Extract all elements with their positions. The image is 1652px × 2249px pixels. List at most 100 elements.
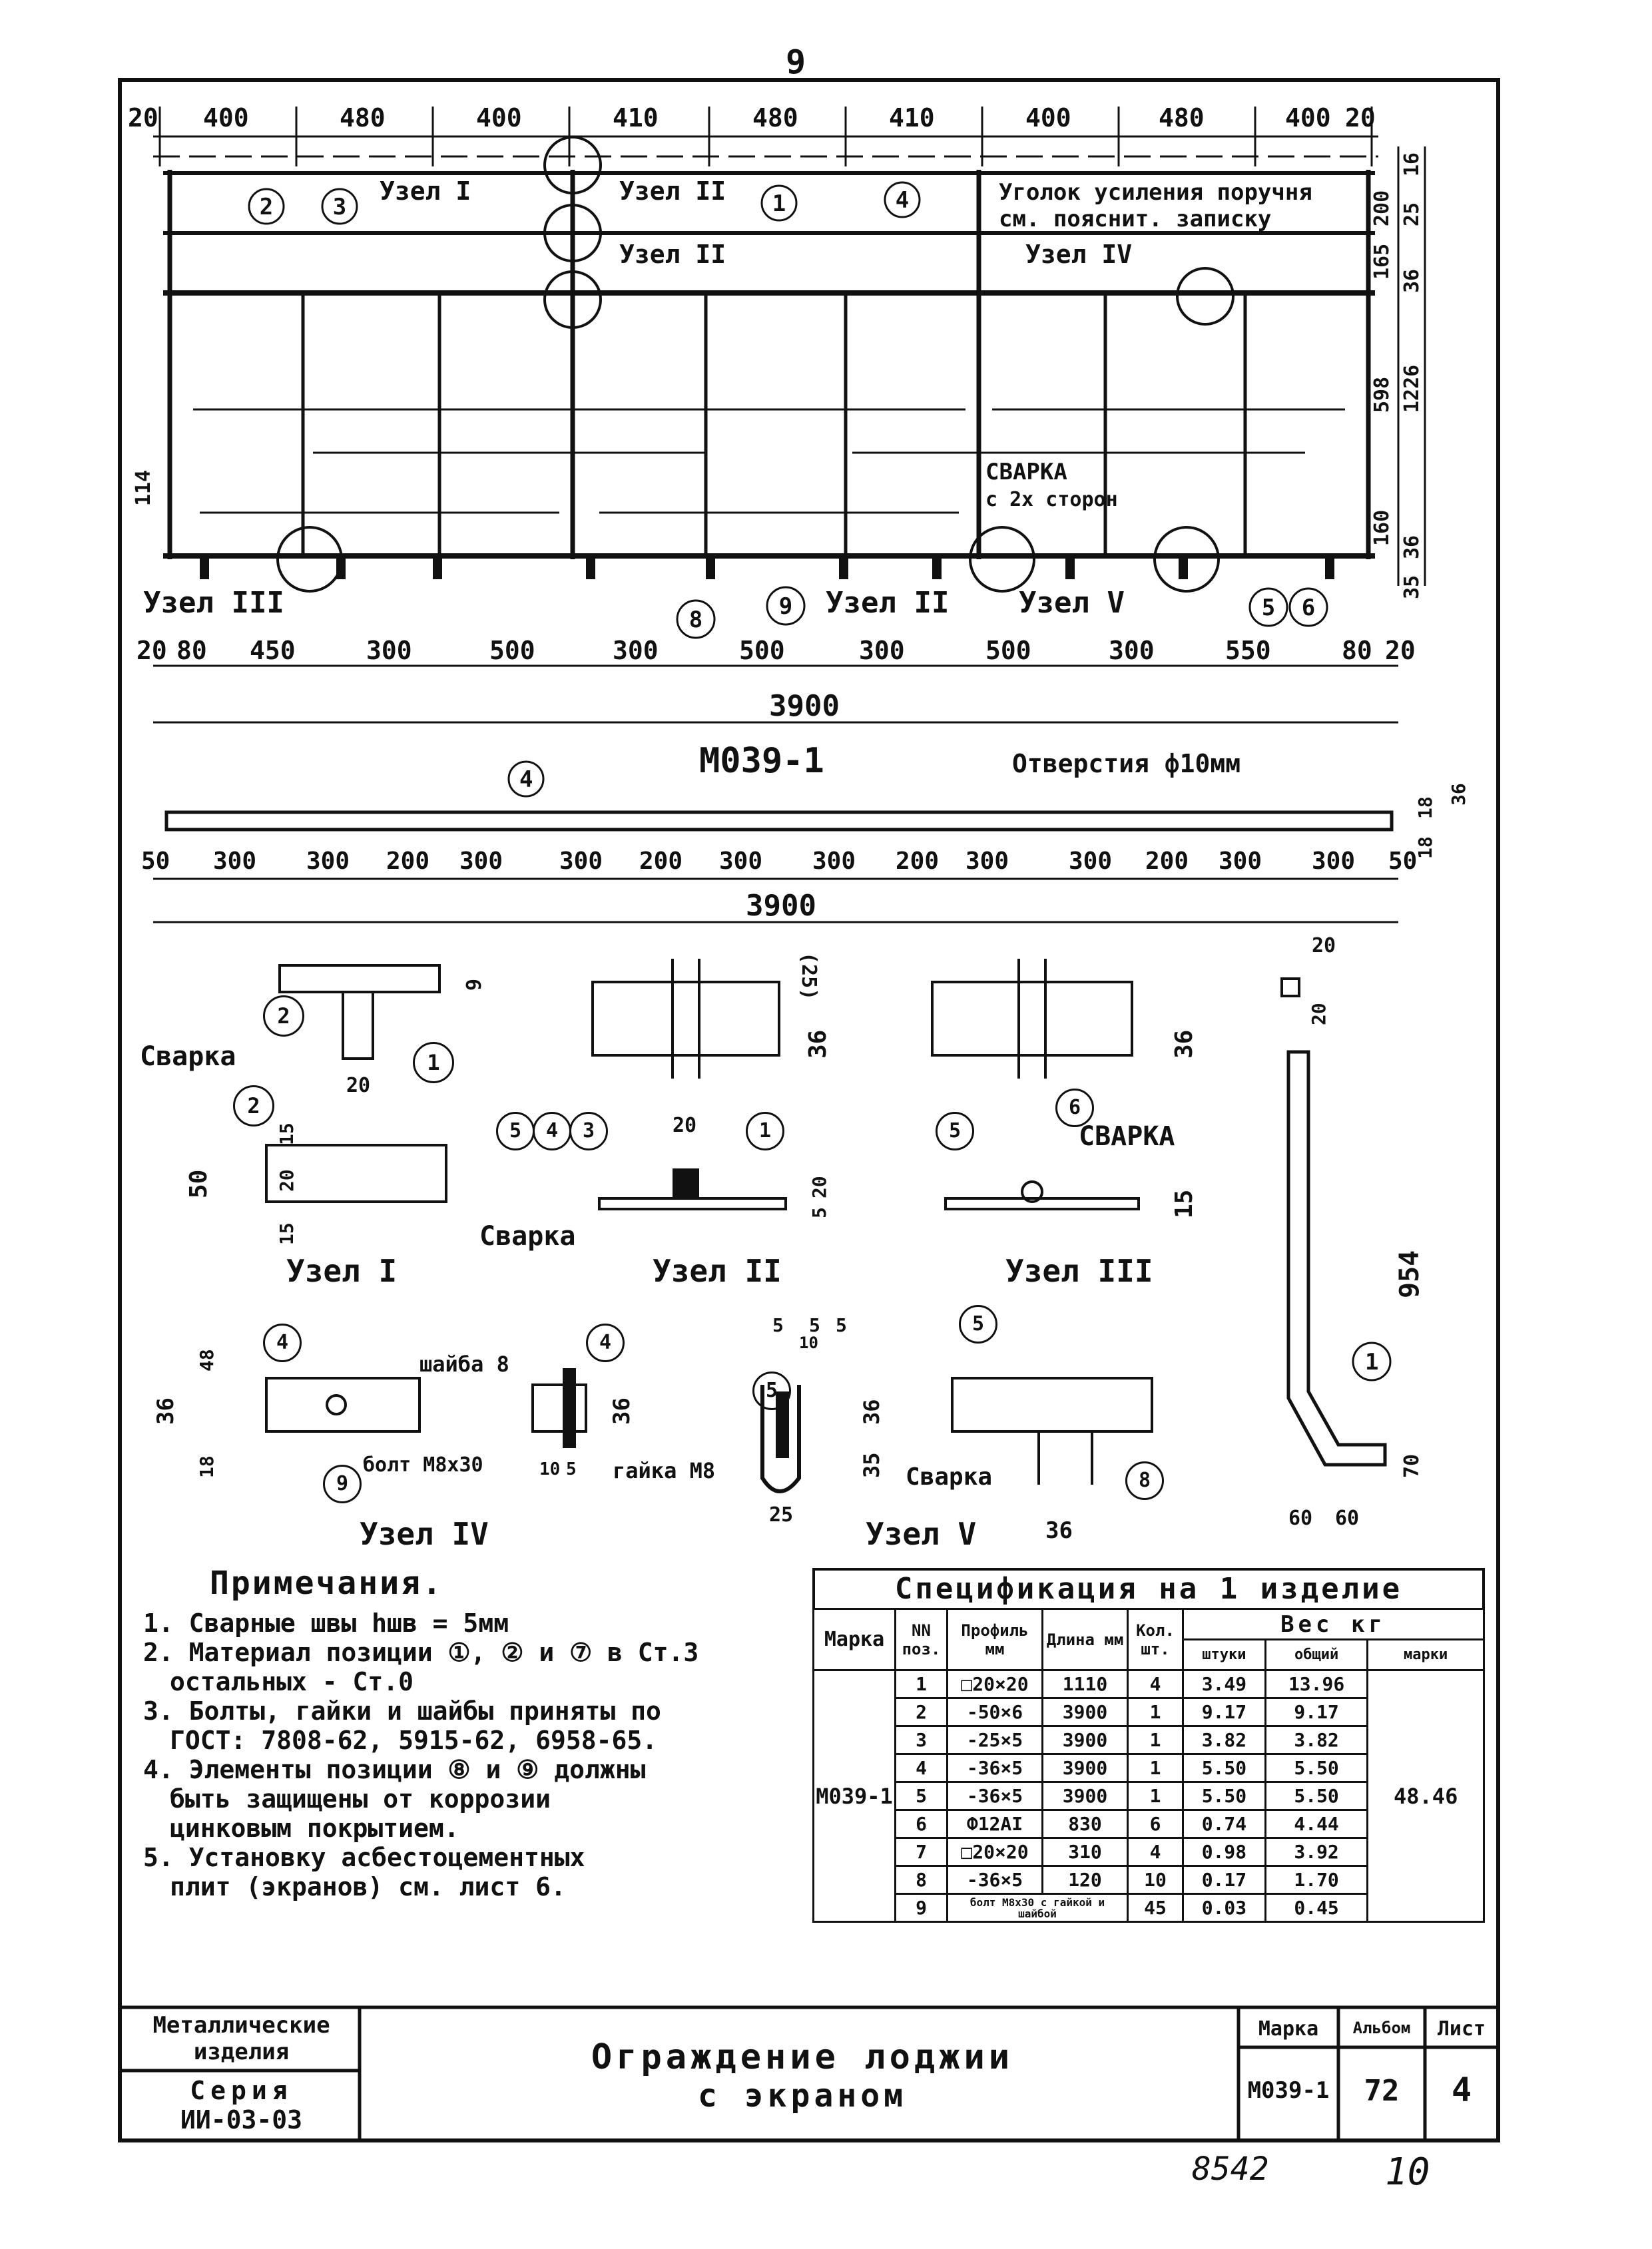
svg-text:Сварка: Сварка [479,1221,576,1252]
svg-text:300: 300 [719,848,762,875]
page-title: Ограждение лоджии [591,2037,1014,2077]
label-node1: Узел I [380,176,471,206]
callout-u1-1: 1 [413,1042,454,1083]
svg-text:Сварка: Сварка [140,1041,236,1072]
svg-text:20: 20 [1308,1003,1330,1025]
svg-text:20: 20 [808,1176,830,1198]
svg-text:36: 36 [609,1397,635,1425]
pos-callout: 4 [896,187,909,214]
svg-text:5: 5 [809,1314,820,1336]
note-line: плит (экранов) см. лист 6. [170,1872,566,1901]
detail-u5: 5 5 5 10 36 35 25 36 Сварка Узел V [760,1314,1153,1552]
svg-text:гайка М8: гайка М8 [613,1458,715,1483]
svg-text:300: 300 [306,848,350,875]
svg-text:4: 4 [519,766,533,793]
weld-label-2: с 2х сторон [985,488,1118,511]
callout-u2-1: 1 [746,1112,784,1150]
pos-callout: 8 [689,607,702,633]
svg-text:18: 18 [196,1455,218,1478]
label-node5: Узел V [1019,586,1125,620]
svg-text:114: 114 [132,470,155,506]
tb-h-album: Альбом [1352,2019,1411,2037]
svg-text:450: 450 [250,636,296,665]
footer-num: 8542 [1192,2150,1269,2188]
svg-text:5: 5 [566,1459,577,1479]
note-line: ГОСТ: 7808-62, 5915-62, 6958-65. [170,1726,658,1755]
tb-album: 72 [1364,2074,1400,2108]
svg-text:410: 410 [889,103,935,132]
detail-u2: (25) 36 20 20 5 Сварка Узел II [479,952,832,1289]
pos-callout: 9 [779,593,792,620]
svg-text:16: 16 [1400,152,1424,176]
tb-h-sheet: Лист [1437,2017,1486,2041]
callout-u2-5: 5 [496,1112,535,1150]
svg-text:500: 500 [489,636,535,665]
sheet-border [118,78,1500,2142]
svg-text:160: 160 [1370,510,1394,546]
svg-text:60: 60 [1288,1507,1312,1530]
detail-u1: Сварка 6 20 15 20 50 15 Узел I [140,964,484,1289]
svg-text:36: 36 [1448,783,1470,806]
svg-text:1: 1 [1365,1349,1378,1375]
svg-text:954: 954 [1394,1250,1425,1298]
label-node2a: Узел II [619,176,726,206]
spec-title: Спецификация на 1 изделие [812,1568,1485,1608]
svg-text:20: 20 [128,103,158,132]
svg-text:300: 300 [812,848,856,875]
svg-text:400: 400 [1025,103,1071,132]
callout-u5-8: 8 [1125,1461,1164,1500]
spec-h-qty: Кол. шт. [1127,1608,1184,1671]
svg-text:400: 400 [1285,103,1331,132]
svg-text:Узел II: Узел II [653,1253,782,1289]
spec-h-weight: Вес кг [1182,1608,1485,1640]
svg-text:20: 20 [1385,636,1416,665]
label-node4: Узел IV [1025,240,1132,269]
svg-text:10: 10 [539,1459,560,1479]
svg-text:300: 300 [1109,636,1155,665]
svg-text:болт М8х30: болт М8х30 [363,1453,483,1477]
pos-callout: 1 [772,190,786,217]
svg-text:6: 6 [461,979,484,991]
svg-text:Узел V: Узел V [866,1516,976,1552]
svg-text:400: 400 [203,103,249,132]
svg-text:шайба 8: шайба 8 [419,1352,509,1377]
svg-text:Узел I: Узел I [286,1253,397,1289]
spec-h-length: Длина мм [1041,1608,1129,1671]
svg-text:35: 35 [859,1452,884,1478]
svg-text:36: 36 [152,1397,179,1425]
page-subtitle: с экраном [697,2077,908,2115]
svg-text:15: 15 [1171,1190,1198,1218]
svg-text:500: 500 [985,636,1031,665]
note-line: 3. Болты, гайки и шайбы приняты по [143,1696,661,1726]
spec-h-nn: NN поз. [894,1608,948,1671]
svg-text:50: 50 [141,848,170,875]
pos-callout: 2 [260,194,273,220]
svg-text:Отверстия ф10мм: Отверстия ф10мм [1012,749,1240,778]
label-node2c: Узел II [826,586,949,620]
callout-u4-4a: 4 [263,1324,302,1362]
svg-text:18: 18 [1414,836,1436,859]
svg-text:550: 550 [1225,636,1271,665]
callout-u2-4: 4 [533,1112,571,1150]
svg-text:15: 15 [276,1222,298,1245]
svg-text:5: 5 [836,1314,847,1336]
svg-text:20: 20 [276,1169,298,1192]
svg-text:36: 36 [859,1399,884,1425]
svg-text:Узел IV: Узел IV [360,1516,489,1552]
detail-u3: СВАРКА 36 15 Узел III [931,959,1198,1289]
svg-text:400: 400 [476,103,522,132]
svg-text:300: 300 [1069,848,1112,875]
tb-sheet: 4 [1451,2071,1472,2109]
svg-text:20: 20 [1312,934,1336,957]
spec-mark: М039-1 [812,1669,896,1923]
notes-title: Примечания. [210,1565,443,1602]
main-view: 20 400 480 400 410 480 410 400 480 400 2… [128,103,1426,781]
svg-text:(25): (25) [797,952,820,1000]
tb-center: Ограждение лоджии с экраном [373,2037,1232,2115]
